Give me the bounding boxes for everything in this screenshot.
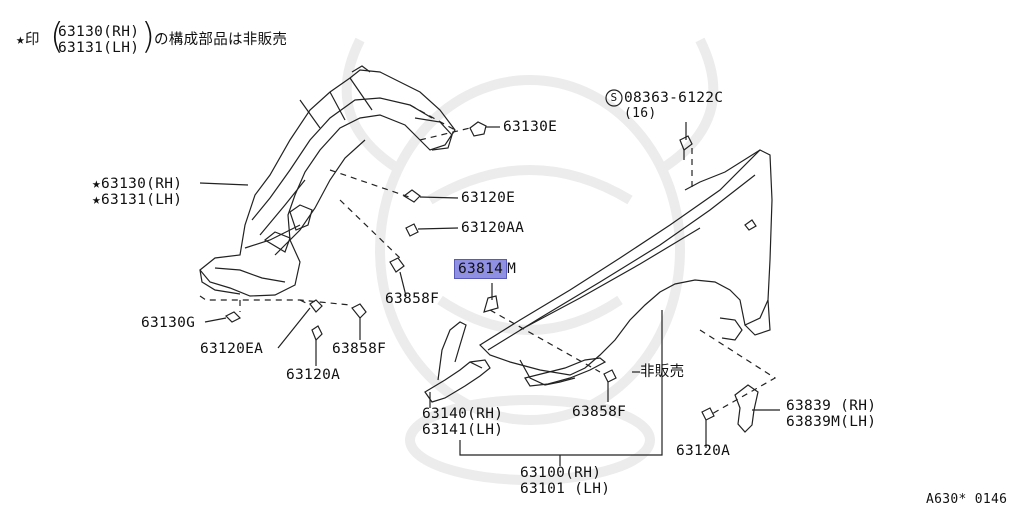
label-not-sold: 非販売	[640, 364, 685, 380]
label-star-63131-lh[interactable]: ★63131(LH)	[92, 192, 183, 208]
label-screw-qty: (16)	[624, 106, 657, 121]
label-63141-lh[interactable]: 63141(LH)	[422, 422, 504, 438]
note-prefix: ★印	[16, 32, 40, 48]
splash-guard-63140	[424, 321, 491, 403]
note-open-paren: (	[50, 16, 65, 57]
note-close-paren: )	[141, 16, 156, 57]
highlighted-part-number[interactable]: 63814	[454, 259, 508, 279]
clips	[224, 121, 715, 421]
clip-63814m	[483, 295, 499, 313]
watermark-emblem	[341, 37, 719, 485]
figure-code: A630* 0146	[926, 492, 1008, 507]
label-63858f-lower[interactable]: 63858F	[332, 341, 387, 357]
label-63130g[interactable]: 63130G	[141, 315, 196, 331]
dashed-lines	[199, 104, 777, 416]
label-63100-rh[interactable]: 63100(RH)	[520, 465, 602, 481]
label-63120e[interactable]: 63120E	[461, 190, 516, 206]
mud-flap	[734, 384, 759, 433]
label-63839-rh[interactable]: 63839 (RH)	[786, 398, 877, 414]
fender-liner	[199, 65, 456, 297]
label-63130e[interactable]: 63130E	[503, 119, 558, 135]
label-63140-rh[interactable]: 63140(RH)	[422, 406, 504, 422]
label-08363-6122c[interactable]: 08363-6122C	[624, 90, 724, 106]
label-63858f-right[interactable]: 63858F	[572, 404, 627, 420]
label-63839m-lh[interactable]: 63839M(LH)	[786, 414, 877, 430]
label-63858f-upper[interactable]: 63858F	[385, 291, 440, 307]
note-part-rh: 63130(RH)	[58, 24, 140, 40]
screw-symbol-letter: S	[610, 91, 618, 104]
front-fender	[479, 149, 773, 386]
leader-lines	[199, 122, 780, 466]
note-suffix: の構成部品は非販売	[154, 32, 288, 48]
screw-symbol-circle	[605, 89, 623, 107]
label-63120aa[interactable]: 63120AA	[461, 220, 525, 236]
label-63101-lh[interactable]: 63101 (LH)	[520, 481, 611, 497]
seal-strip	[524, 357, 607, 387]
label-63120ea[interactable]: 63120EA	[200, 341, 264, 357]
label-star-63130-rh[interactable]: ★63130(RH)	[92, 176, 183, 192]
label-63120a-right[interactable]: 63120A	[676, 443, 731, 459]
label-63120a-left[interactable]: 63120A	[286, 367, 341, 383]
note-part-lh: 63131(LH)	[58, 40, 140, 56]
